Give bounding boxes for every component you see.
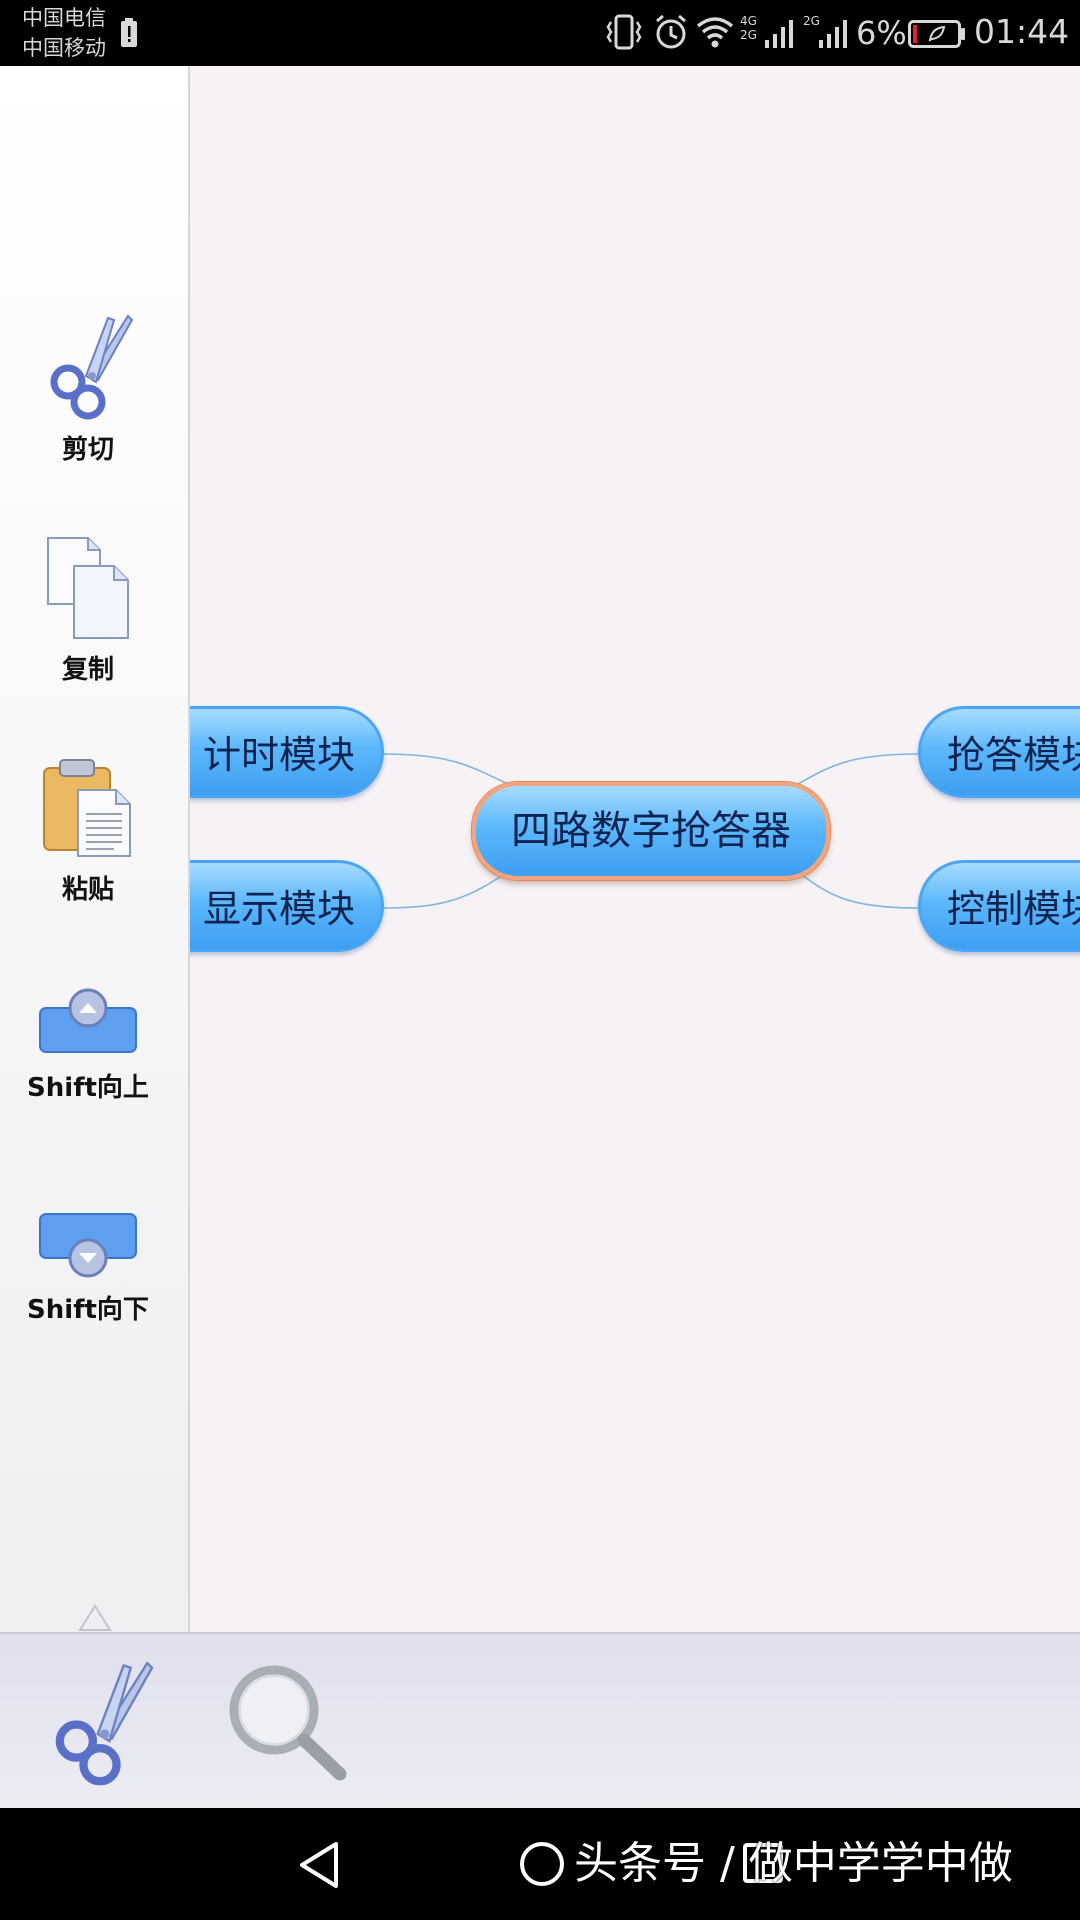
cut-label: 剪切: [61, 435, 114, 465]
shift-up-icon: [39, 988, 137, 1053]
paste-icon: [43, 759, 131, 857]
cut-button[interactable]: 剪切: [0, 310, 176, 466]
copy-icon: [47, 537, 129, 639]
vibrate-icon: [606, 14, 642, 50]
search-icon[interactable]: [222, 1660, 352, 1786]
mindmap-canvas[interactable]: 计时模块 显示模块 四路数字抢答器 抢答模块 控制模块: [190, 66, 1080, 1632]
home-icon[interactable]: [518, 1840, 566, 1888]
scroll-up-icon[interactable]: [78, 1604, 112, 1632]
alarm-icon: [656, 14, 686, 49]
status-bar: 中国电信 中国移动 4G 2G 2G 6%: [0, 0, 1080, 66]
wifi-icon: [696, 17, 734, 48]
copy-label: 复制: [61, 655, 114, 685]
shift-up-button[interactable]: Shift向上: [0, 986, 176, 1104]
mindmap-links: [383, 753, 919, 909]
signal-icon: [819, 20, 847, 48]
shift-down-button[interactable]: Shift向下: [0, 1208, 176, 1326]
carrier-2-label: 中国移动: [22, 36, 106, 60]
signal-icon: [765, 20, 793, 48]
carrier-1-label: 中国电信: [22, 6, 106, 30]
scissors-icon[interactable]: [40, 1656, 160, 1786]
copy-button[interactable]: 复制: [0, 534, 176, 686]
navigation-bar: 头条号 / 做中学学中做: [0, 1808, 1080, 1920]
battery-percent: 6%: [856, 14, 907, 52]
link-display: [383, 871, 509, 909]
mindmap-node-control[interactable]: 控制模块: [918, 860, 1080, 952]
network-type-2-label: 2G: [803, 14, 820, 28]
link-control: [797, 871, 919, 909]
back-icon[interactable]: [296, 1840, 342, 1890]
paste-label: 粘贴: [61, 875, 114, 905]
scissors-icon: [50, 314, 134, 420]
shift-down-label: Shift向下: [27, 1295, 149, 1325]
link-answer: [797, 753, 919, 785]
bottom-toolbar: [0, 1632, 1080, 1810]
edit-sidebar: 剪切 复制 粘贴 Shift向上: [0, 66, 190, 1632]
recent-apps-icon[interactable]: [742, 1842, 784, 1884]
mindmap-root-node[interactable]: 四路数字抢答器: [472, 782, 830, 880]
shift-up-label: Shift向上: [27, 1073, 149, 1103]
battery-icon: [908, 20, 965, 48]
mindmap-node-display[interactable]: 显示模块: [190, 860, 384, 952]
mindmap-node-answer[interactable]: 抢答模块: [918, 706, 1080, 798]
battery-saver-icon: [121, 18, 137, 47]
clock-time: 01:44: [974, 12, 1070, 51]
watermark-text: 头条号 / 做中学学中做: [574, 1838, 1013, 1889]
mindmap-node-timer[interactable]: 计时模块: [190, 706, 384, 798]
link-timer: [383, 753, 509, 785]
shift-down-icon: [39, 1213, 137, 1278]
paste-button[interactable]: 粘贴: [0, 756, 176, 906]
network-type-1-label: 4G 2G: [740, 14, 757, 42]
